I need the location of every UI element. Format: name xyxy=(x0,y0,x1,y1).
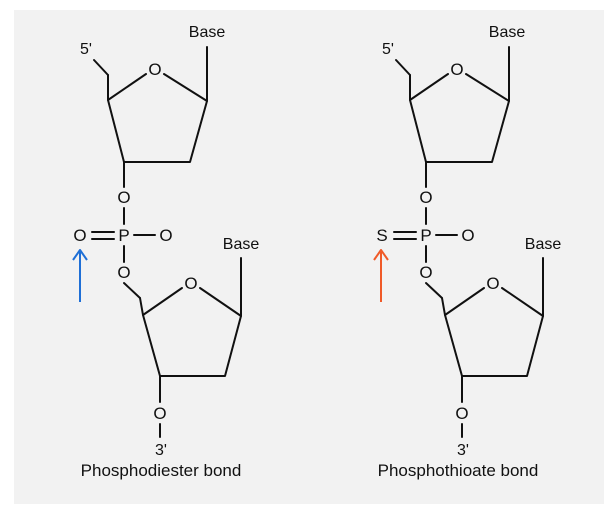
top-5prime-bond-b xyxy=(93,59,109,76)
bottom-ch2-bond xyxy=(139,297,144,316)
top-ring-oxygen: O xyxy=(450,60,463,79)
phosphate-group: O P O O O xyxy=(73,188,173,299)
bottom-ring-oxygen: O xyxy=(486,274,499,293)
phosphodiester-structure: O Base 5' O P O O O O Base O xyxy=(72,24,260,480)
bottom-ch2-bond xyxy=(441,297,446,316)
top-base-label: Base xyxy=(489,24,526,41)
o-to-ch2-bond xyxy=(425,282,443,299)
top-5prime-bond-b xyxy=(395,59,411,76)
bottom-base-label: Base xyxy=(223,236,260,253)
up-arrow-icon xyxy=(72,249,88,302)
prime3-label: 3' xyxy=(155,442,167,459)
top-ring-bonds xyxy=(409,73,510,163)
o-to-ch2-bond xyxy=(123,282,141,299)
bottom-sugar-ring: O Base O 3' xyxy=(139,236,260,459)
right-phosphate-oxygen: O xyxy=(461,226,474,245)
top-ring-bonds xyxy=(107,73,208,163)
phosphothioate-caption: Phosphothioate bond xyxy=(378,461,539,480)
double-bond-atom: O xyxy=(73,226,86,245)
prime3-label: 3' xyxy=(457,442,469,459)
bottom-ring-oxygen: O xyxy=(184,274,197,293)
bottom-ring-bonds xyxy=(444,287,544,377)
bottom-ring-bonds xyxy=(142,287,242,377)
top-base-label: Base xyxy=(189,24,226,41)
right-phosphate-oxygen: O xyxy=(159,226,172,245)
terminal-3prime-oxygen: O xyxy=(455,404,468,423)
prime5-label: 5' xyxy=(80,41,92,58)
up-arrow-icon xyxy=(373,249,389,302)
upper-bridge-oxygen: O xyxy=(419,188,432,207)
top-sugar-ring: O Base 5' xyxy=(80,24,226,188)
lower-bridge-oxygen: O xyxy=(117,263,130,282)
phosphorus-atom: P xyxy=(420,226,431,245)
top-sugar-ring: O Base 5' xyxy=(382,24,526,188)
phosphorus-atom: P xyxy=(118,226,129,245)
diagram-panel xyxy=(14,10,604,504)
bottom-base-label: Base xyxy=(525,236,562,253)
bottom-sugar-ring: O Base O 3' xyxy=(441,236,562,459)
phosphodiester-caption: Phosphodiester bond xyxy=(81,461,242,480)
prime5-label: 5' xyxy=(382,41,394,58)
upper-bridge-oxygen: O xyxy=(117,188,130,207)
top-ring-oxygen: O xyxy=(148,60,161,79)
thiophosphate-group: O P S O O xyxy=(376,188,475,299)
phosphothioate-structure: O Base 5' O P S O O O Base O xyxy=(373,24,562,480)
sulfur-atom: S xyxy=(376,226,387,245)
terminal-3prime-oxygen: O xyxy=(153,404,166,423)
lower-bridge-oxygen: O xyxy=(419,263,432,282)
